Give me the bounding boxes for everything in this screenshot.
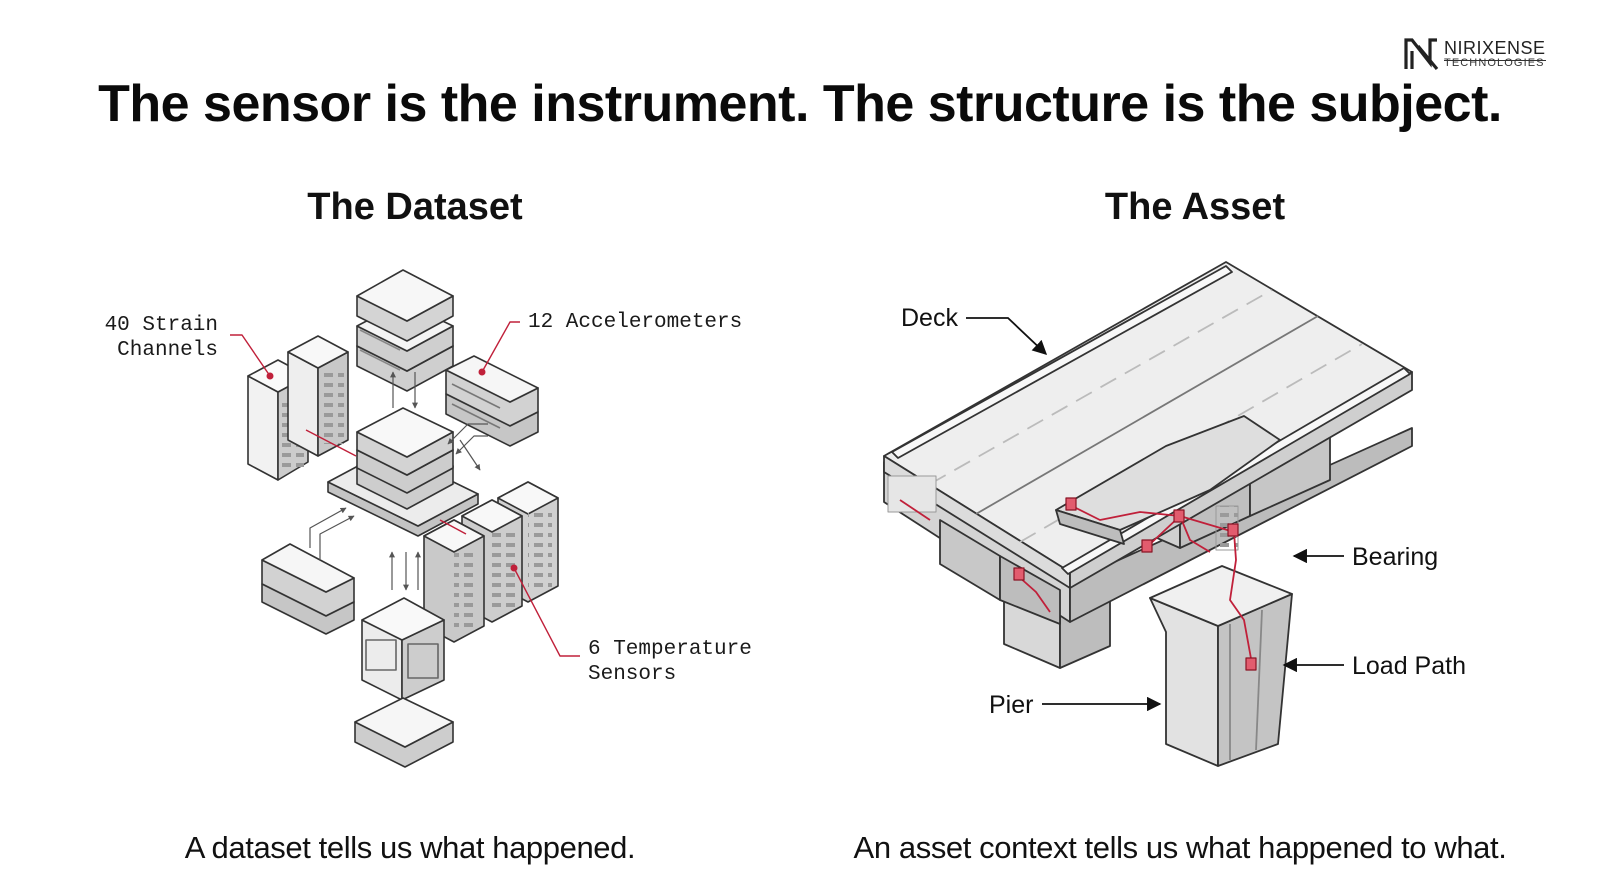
- server-units-left: [261, 543, 355, 635]
- sensor-box: [1141, 539, 1153, 553]
- data-flow-arrows: [309, 371, 488, 591]
- server-base-unit: [354, 697, 454, 768]
- label-bearing: Bearing: [1352, 543, 1438, 571]
- sensor-box: [1013, 567, 1025, 581]
- asset-title: The Asset: [1104, 186, 1286, 228]
- label-pier: Pier: [989, 691, 1033, 719]
- sensor-box: [1227, 523, 1239, 537]
- sensor-box: [1173, 509, 1185, 523]
- dataset-illustration: [230, 269, 580, 768]
- label-strain-line2: Channels: [117, 339, 218, 362]
- asset-callouts: [966, 317, 1344, 712]
- label-load-path: Load Path: [1352, 652, 1466, 680]
- brand-logo: NIRIXENSE TECHNOLOGIES: [1404, 37, 1564, 71]
- brand-subtitle: TECHNOLOGIES: [1444, 57, 1545, 69]
- accelerometer-point: [478, 368, 486, 376]
- server-stack-top: [356, 269, 454, 392]
- sensor-box: [1065, 497, 1077, 511]
- sensor-box: [1245, 657, 1257, 671]
- headline: The sensor is the instrument. The struct…: [98, 75, 1502, 133]
- sensor-boxes: [1013, 497, 1257, 671]
- label-deck: Deck: [901, 304, 958, 332]
- dataset-caption: A dataset tells us what happened.: [184, 830, 636, 865]
- bridge-pier: [1149, 565, 1293, 767]
- brand-name: NIRIXENSE: [1444, 38, 1546, 61]
- sensor-callout-lines: [230, 321, 580, 657]
- accelerometer-units: [445, 355, 539, 447]
- label-temperature-line2: Sensors: [588, 663, 676, 686]
- label-accelerometers: 12 Accelerometers: [528, 311, 742, 334]
- bridge-illustration: [883, 261, 1413, 767]
- server-box-bottom: [361, 597, 445, 701]
- label-temperature-line1: 6 Temperature: [588, 638, 752, 661]
- dataset-title: The Dataset: [307, 186, 523, 228]
- strain-cabinet-left: [247, 335, 349, 481]
- nx-monogram-icon: [1404, 38, 1439, 71]
- bridge-deck: [883, 261, 1413, 589]
- label-strain-line1: 40 Strain: [105, 314, 218, 337]
- strain-sensor-point: [266, 372, 274, 380]
- temperature-cabinets: [423, 481, 559, 643]
- central-hub: [327, 407, 479, 537]
- asset-caption: An asset context tells us what happened …: [853, 830, 1507, 865]
- temperature-sensor-point: [510, 564, 518, 572]
